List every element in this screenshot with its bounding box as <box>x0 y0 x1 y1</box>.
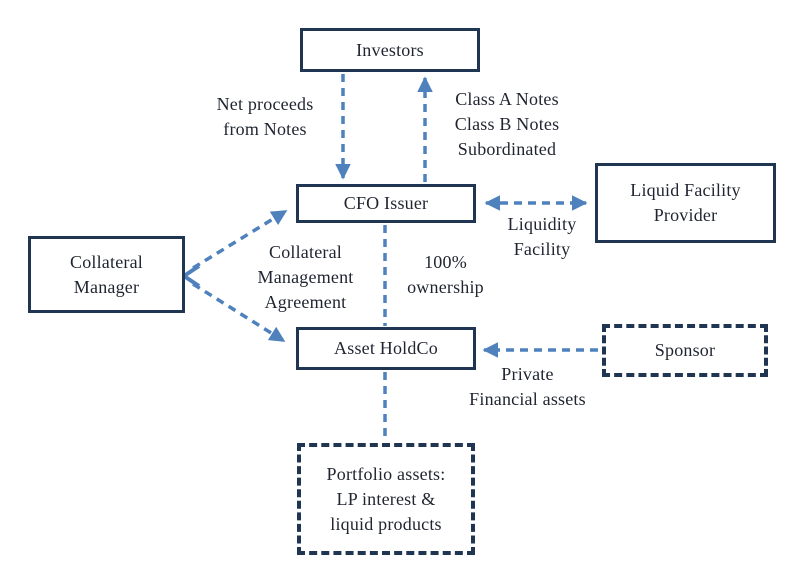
investors-box: Investors <box>300 28 480 72</box>
open-arrowhead-collateral-manager <box>180 264 201 288</box>
asset-holdco-box: Asset HoldCo <box>296 327 476 370</box>
cfo-issuer-box: CFO Issuer <box>296 184 476 223</box>
liquid-facility-provider-label: Liquid Facility Provider <box>630 180 741 225</box>
cfo-issuer-label: CFO Issuer <box>343 193 429 213</box>
liquid-facility-provider-box: Liquid Facility Provider <box>595 163 776 243</box>
sponsor-label: Sponsor <box>654 340 716 360</box>
collateral-manager-label: Collateral Manager <box>70 251 143 297</box>
investors-label: Investors <box>356 39 424 60</box>
private-financial-assets-label: Private Financial assets <box>469 364 586 409</box>
net-proceeds-label: Net proceeds from Notes <box>216 94 314 139</box>
notes-classes-label: Class A Notes Class B Notes Subordinated <box>454 89 560 159</box>
collateral-management-agreement-label: Collateral Management Agreement <box>257 242 354 312</box>
portfolio-assets-label: Portfolio assets: LP interest & liquid p… <box>326 463 446 534</box>
portfolio-assets-box: Portfolio assets: LP interest & liquid p… <box>297 443 475 555</box>
asset-holdco-label: Asset HoldCo <box>334 338 438 358</box>
collateral-manager-box: Collateral Manager <box>28 236 185 313</box>
liquidity-facility-label: Liquidity Facility <box>507 214 577 259</box>
sponsor-box: Sponsor <box>602 324 768 377</box>
ownership-label: 100% ownership <box>407 252 484 297</box>
